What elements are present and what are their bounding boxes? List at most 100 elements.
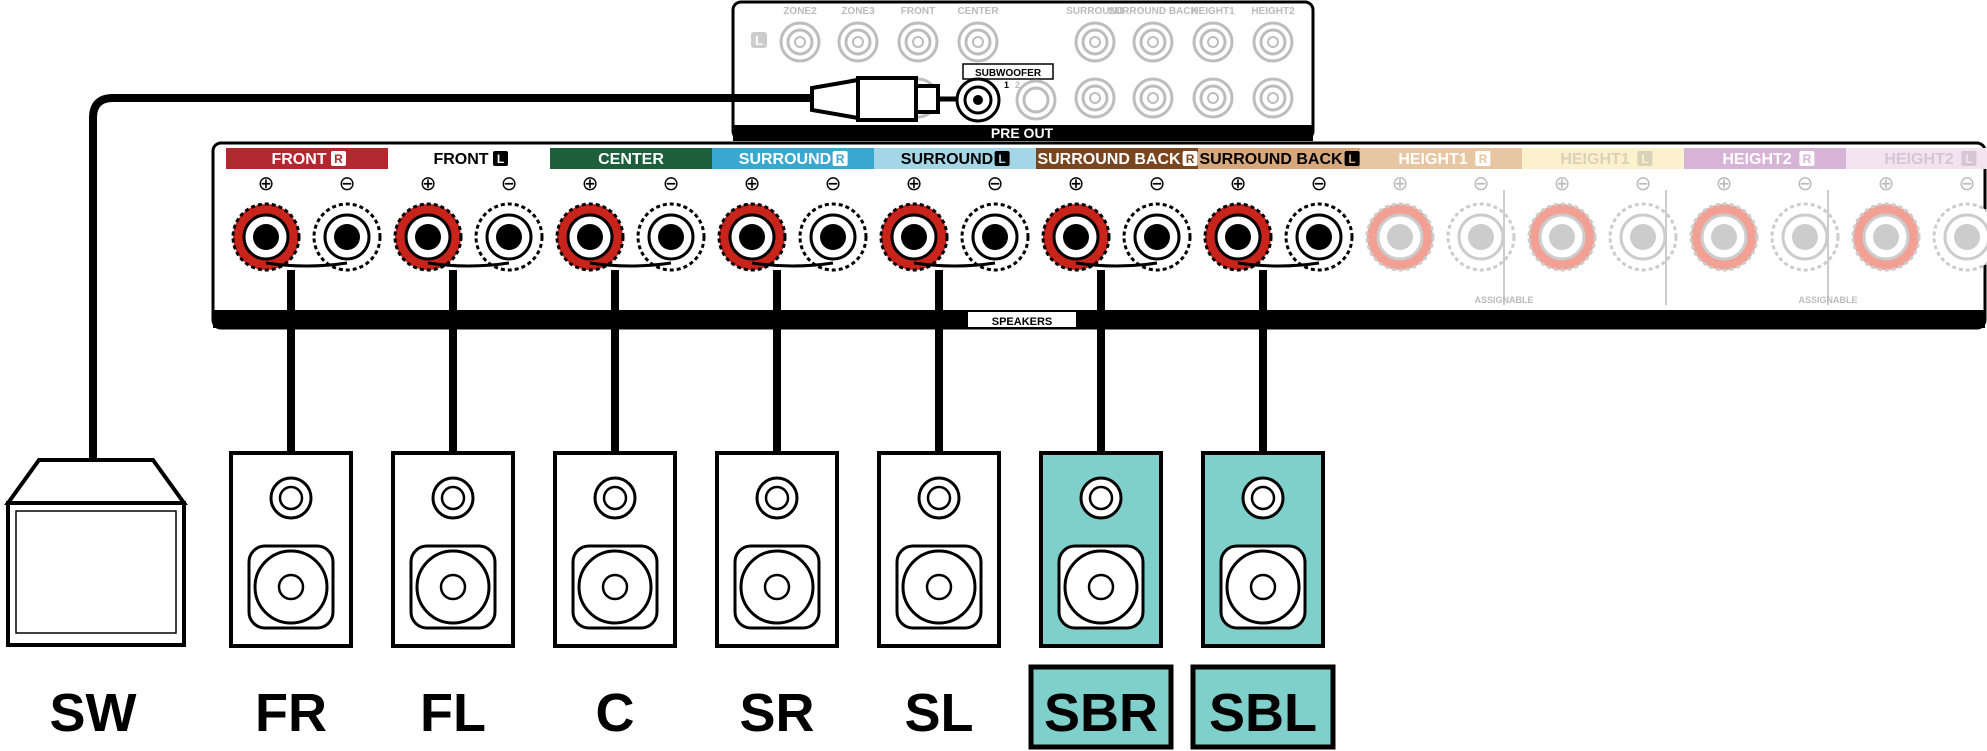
terminal-center: CENTER⊕⊖: [550, 148, 712, 272]
minus-post-hole: [496, 224, 522, 250]
speaker-sw: SW: [4, 458, 188, 743]
rca-plug-collar: [914, 84, 940, 114]
side-badge: [1182, 151, 1198, 166]
side-badge-letter: R: [836, 152, 845, 166]
woofer-dust-cap: [925, 573, 953, 601]
terminal-label: FRONT: [271, 151, 326, 168]
speaker-fl: FL: [391, 451, 515, 743]
speaker-sbr: SBR: [1028, 451, 1174, 750]
speaker-label-box: [1190, 664, 1336, 750]
tweeter-dome: [1250, 485, 1276, 511]
wire-loop: [1237, 261, 1320, 268]
plus-post-hole: [577, 224, 603, 250]
tweeter-dome: [1088, 485, 1114, 511]
preout-jack-label: FRONT: [901, 6, 935, 17]
terminal-label: HEIGHT1: [1560, 151, 1629, 168]
preout-side-marker-box: [751, 32, 767, 48]
speaker-cable: [287, 270, 295, 456]
plus-symbol: ⊕: [1716, 171, 1733, 195]
plus-symbol: ⊕: [1392, 171, 1409, 195]
preout-jack-label: ZONE2: [783, 6, 817, 17]
speaker-label-box: [1028, 664, 1174, 750]
woofer-dust-cap: [1249, 573, 1277, 601]
plus-post-hole: [415, 224, 441, 250]
side-badge-letter: L: [1965, 152, 1972, 166]
tweeter-dome: [278, 485, 304, 511]
rca-plug-body: [810, 77, 860, 121]
plus-post-hole: [1549, 224, 1575, 250]
speakers-label: SPEAKERS: [992, 316, 1053, 328]
subwoofer-label-box: [962, 63, 1054, 80]
side-badge: [1961, 151, 1977, 166]
minus-symbol: ⊖: [1311, 171, 1328, 195]
side-badge: [331, 151, 346, 166]
terminal-label-bg: [1846, 148, 1987, 169]
minus-symbol: ⊖: [987, 171, 1004, 195]
side-badge: [832, 151, 848, 166]
woofer-dust-cap: [277, 573, 305, 601]
wire-loop: [427, 261, 510, 268]
plus-post-hole: [739, 224, 765, 250]
rca-jack-pin: [1089, 92, 1101, 104]
minus-symbol: ⊖: [1149, 171, 1166, 195]
wire-loop: [751, 261, 834, 268]
side-badge: [1799, 151, 1815, 166]
side-badge: [994, 151, 1010, 166]
minus-symbol: ⊖: [825, 171, 842, 195]
minus-post-hole: [1144, 224, 1170, 250]
subwoofer-jack-1-pin: [973, 95, 983, 105]
speaker-cable: [1097, 270, 1105, 456]
terminal-label-bg: [226, 148, 388, 169]
speaker-sl: SL: [877, 451, 1001, 743]
preout-jack-label: ZONE3: [841, 6, 875, 17]
side-badge-letter: L: [1348, 152, 1355, 166]
side-badge-letter: L: [1641, 152, 1648, 166]
minus-post-hole: [982, 224, 1008, 250]
terminal-label: CENTER: [598, 151, 664, 168]
preout-jack-label: SURROUND BACK: [1108, 6, 1198, 17]
sub-port-1-label: 1: [1004, 80, 1009, 90]
assignable-label: ASSIGNABLE: [1474, 295, 1533, 305]
minus-post-hole: [1306, 224, 1332, 250]
speaker-c: C: [553, 451, 677, 743]
wire-loop: [1075, 261, 1158, 268]
side-badge: [1344, 151, 1360, 166]
rca-jack-pin: [1147, 36, 1159, 48]
side-badge: [1475, 151, 1491, 166]
terminal-label-bg: [1036, 148, 1198, 169]
plus-symbol: ⊕: [1068, 171, 1085, 195]
subwoofer-body: [6, 501, 186, 647]
side-badge: [493, 151, 508, 166]
assignable-label: ASSIGNABLE: [1798, 295, 1857, 305]
tweeter-dome: [440, 485, 466, 511]
tweeter-dome: [926, 485, 952, 511]
plus-post-hole: [1387, 224, 1413, 250]
speaker-label: C: [596, 683, 635, 743]
plus-symbol: ⊕: [258, 171, 275, 195]
speaker-fr: FR: [229, 451, 353, 743]
minus-symbol: ⊖: [1473, 171, 1490, 195]
wire-loop: [913, 261, 996, 268]
plus-post-hole: [1873, 224, 1899, 250]
speaker-cable: [1259, 270, 1267, 456]
rca-jack-pin: [912, 36, 924, 48]
rca-jack-pin: [1089, 36, 1101, 48]
plus-symbol: ⊕: [1878, 171, 1895, 195]
minus-symbol: ⊖: [1635, 171, 1652, 195]
terminal-label-bg: [1198, 148, 1360, 169]
speaker-label: SW: [50, 683, 137, 743]
speaker-label: SBL: [1209, 683, 1317, 743]
woofer-dust-cap: [1087, 573, 1115, 601]
plus-symbol: ⊕: [1230, 171, 1247, 195]
rca-jack-pin: [1267, 92, 1279, 104]
plus-symbol: ⊕: [744, 171, 761, 195]
pre-out-title: PRE OUT: [991, 125, 1054, 141]
subwoofer-grille: [15, 510, 177, 634]
